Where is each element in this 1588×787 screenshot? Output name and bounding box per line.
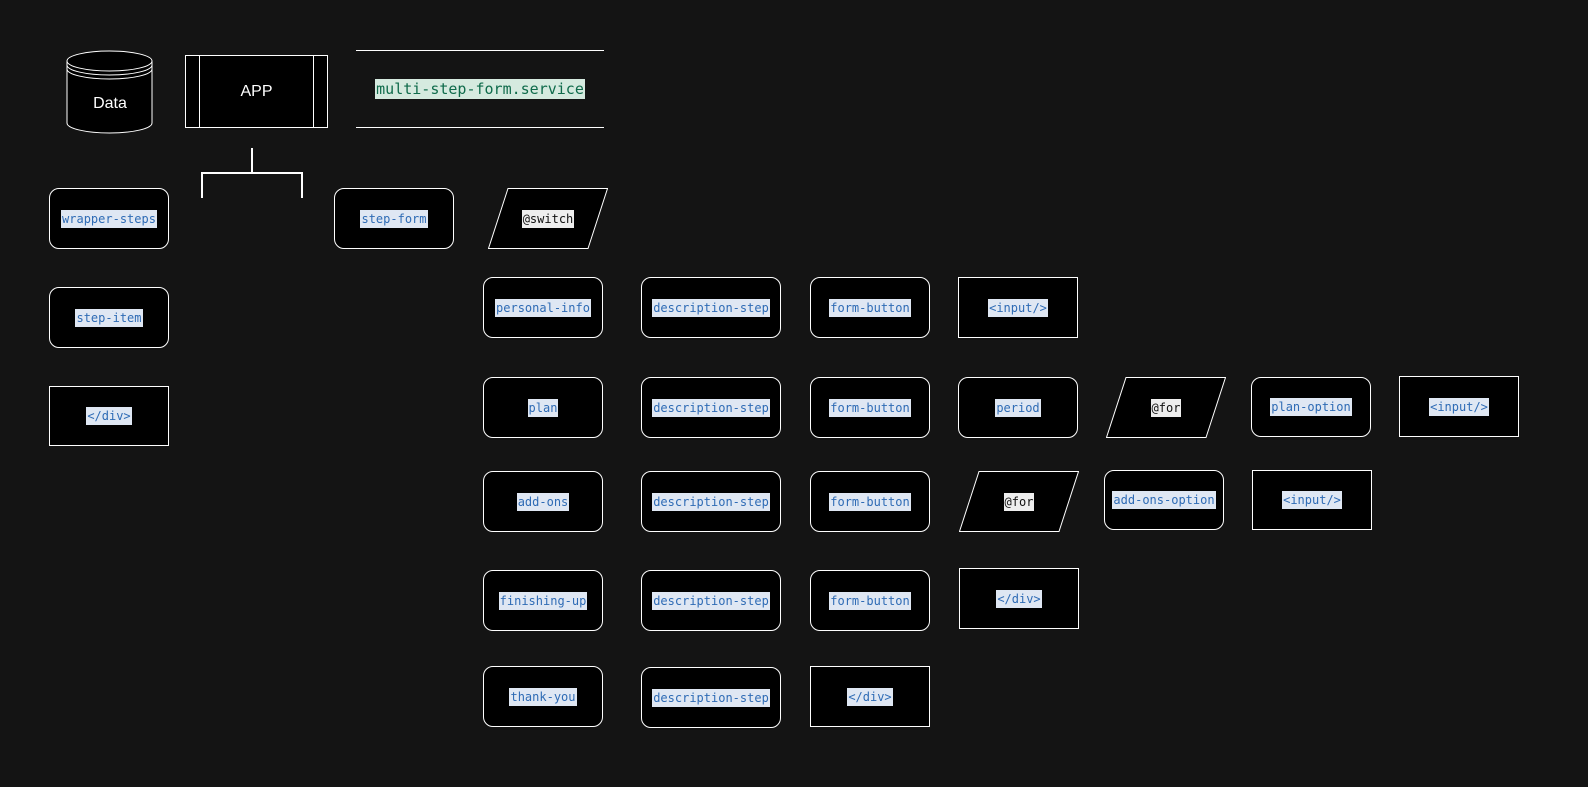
finishing-up-label: finishing-up: [498, 591, 588, 610]
description-step-node-1: description-step: [641, 277, 781, 338]
for-node-add-ons: @for: [959, 471, 1079, 532]
plan-option-node: plan-option: [1251, 377, 1371, 437]
form-button-node-3: form-button: [810, 471, 930, 532]
step-form-label: step-form: [360, 209, 428, 228]
service-node: multi-step-form.service: [356, 50, 604, 128]
form-button-node-2: form-button: [810, 377, 930, 438]
form-button-label: form-button: [829, 492, 911, 511]
input-label: <input/>: [988, 298, 1048, 317]
wrapper-steps-label: wrapper-steps: [61, 209, 157, 228]
wrapper-steps-node: wrapper-steps: [49, 188, 169, 249]
for-label: @for: [1150, 398, 1182, 417]
data-store-node: Data: [66, 49, 154, 135]
description-step-node-2: description-step: [641, 377, 781, 438]
add-ons-node: add-ons: [483, 471, 603, 532]
period-node: period: [958, 377, 1078, 438]
finishing-up-node: finishing-up: [483, 570, 603, 631]
add-ons-option-node: add-ons-option: [1104, 470, 1224, 530]
personal-info-node: personal-info: [483, 277, 603, 338]
for-node-plan: @for: [1106, 377, 1226, 438]
description-step-node-5: description-step: [641, 667, 781, 728]
personal-info-label: personal-info: [495, 298, 591, 317]
add-ons-option-label: add-ons-option: [1112, 491, 1216, 509]
div-close-label: </div>: [996, 589, 1042, 608]
database-icon: [66, 50, 153, 134]
description-step-label: description-step: [652, 492, 770, 511]
thank-you-node: thank-you: [483, 666, 603, 727]
wrapper-close-label: </div>: [86, 407, 132, 425]
input-node-3: <input/>: [1252, 470, 1372, 530]
app-node: APP: [185, 55, 328, 128]
switch-node: @switch: [488, 188, 608, 249]
step-item-node: step-item: [49, 287, 169, 348]
plan-label: plan: [527, 398, 559, 417]
form-button-label: form-button: [829, 298, 911, 317]
description-step-node-3: description-step: [641, 471, 781, 532]
input-label: <input/>: [1429, 397, 1489, 416]
thank-you-label: thank-you: [509, 687, 577, 706]
wrapper-close-node: </div>: [49, 386, 169, 446]
form-button-node-4: form-button: [810, 570, 930, 631]
div-close-node-4: </div>: [959, 568, 1079, 629]
for-label: @for: [1003, 492, 1035, 511]
service-label: multi-step-form.service: [375, 79, 585, 99]
form-button-node-1: form-button: [810, 277, 930, 338]
app-label: APP: [240, 82, 273, 100]
description-step-node-4: description-step: [641, 570, 781, 631]
plan-option-label: plan-option: [1270, 398, 1352, 416]
step-item-label: step-item: [75, 308, 143, 327]
description-step-label: description-step: [652, 591, 770, 610]
form-button-label: form-button: [829, 398, 911, 417]
div-close-node-5: </div>: [810, 666, 930, 727]
input-node-1: <input/>: [958, 277, 1078, 338]
input-label: <input/>: [1282, 491, 1342, 509]
input-node-2: <input/>: [1399, 376, 1519, 437]
description-step-label: description-step: [652, 398, 770, 417]
add-ons-label: add-ons: [516, 492, 570, 511]
form-button-label: form-button: [829, 591, 911, 610]
description-step-label: description-step: [652, 298, 770, 317]
data-label: Data: [93, 95, 127, 112]
period-label: period: [995, 398, 1041, 417]
switch-label: @switch: [521, 209, 575, 228]
plan-node: plan: [483, 377, 603, 438]
div-close-label: </div>: [847, 687, 893, 706]
step-form-node: step-form: [334, 188, 454, 249]
description-step-label: description-step: [652, 688, 770, 707]
bracket-connector: [201, 148, 303, 198]
